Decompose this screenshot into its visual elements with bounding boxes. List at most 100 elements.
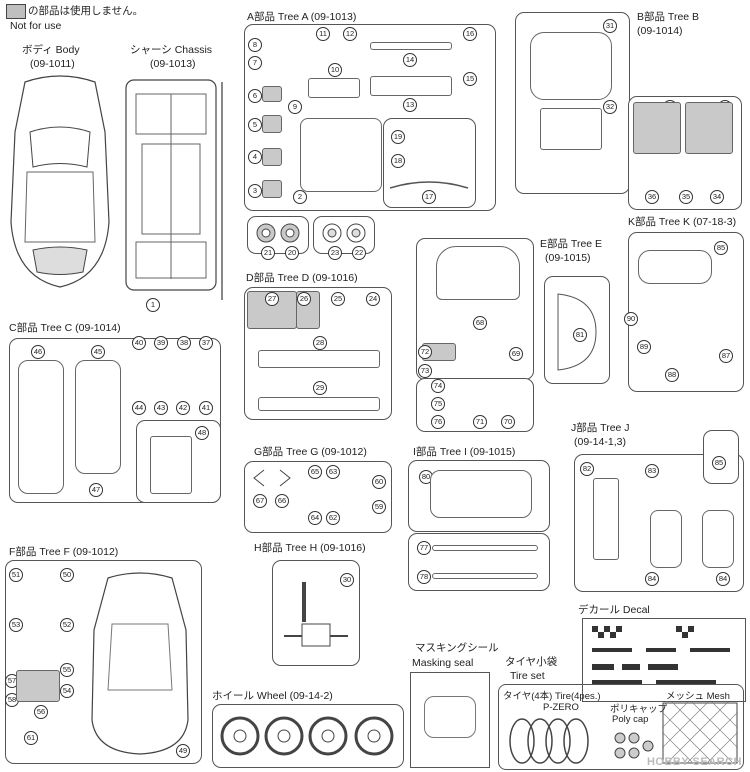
part-number: 34 xyxy=(710,190,724,204)
part-number: 3 xyxy=(248,184,262,198)
tree-e-title: E部品 Tree E xyxy=(540,238,603,250)
part-28 xyxy=(258,350,380,368)
part-number: 77 xyxy=(417,541,431,555)
part-number: 44 xyxy=(132,401,146,415)
decal-pattern xyxy=(592,626,730,684)
tree-g-title: G部品 Tree G (09-1012) xyxy=(254,446,367,458)
tree-d-title: D部品 Tree D (09-1016) xyxy=(246,272,358,284)
part-number: 51 xyxy=(9,568,23,582)
part-78 xyxy=(432,573,538,579)
tree-b-code: (09-1014) xyxy=(637,25,683,37)
masking-jp: マスキングシール xyxy=(415,642,499,654)
part-number: 43 xyxy=(154,401,168,415)
part-number: 20 xyxy=(285,246,299,260)
part-number: 83 xyxy=(645,464,659,478)
part-number: 7 xyxy=(248,56,262,70)
part-number: 31 xyxy=(603,19,617,33)
part-number: 59 xyxy=(372,500,386,514)
legend-jp: の部品は使用しません。 xyxy=(28,5,144,17)
mesh-icon xyxy=(662,702,738,764)
legend-en: Not for use xyxy=(10,20,62,32)
part-number: 70 xyxy=(501,415,515,429)
part-number: 58 xyxy=(5,693,19,707)
part-number: 10 xyxy=(328,63,342,77)
part-number: 45 xyxy=(91,345,105,359)
part-number: 17 xyxy=(422,190,436,204)
part-number: 65 xyxy=(308,465,322,479)
tree-i-title: I部品 Tree I (09-1015) xyxy=(413,446,516,458)
part-33-right xyxy=(685,102,733,154)
part-46 xyxy=(18,360,64,494)
part-number: 16 xyxy=(463,27,477,41)
part-number: 22 xyxy=(352,246,366,260)
part-number: 46 xyxy=(31,345,45,359)
part-number: 24 xyxy=(366,292,380,306)
part-81 xyxy=(557,293,597,371)
mesh-label: メッシュ Mesh xyxy=(666,691,730,702)
tire-icon xyxy=(509,718,589,764)
part-48 xyxy=(150,436,192,494)
part-number: 63 xyxy=(326,465,340,479)
part-10 xyxy=(308,78,360,98)
part-45 xyxy=(75,360,121,474)
part-number: 54 xyxy=(60,684,74,698)
part-number: 78 xyxy=(417,570,431,584)
part-number: 75 xyxy=(431,397,445,411)
part-number: 82 xyxy=(580,462,594,476)
body-title: ボディ Body xyxy=(22,44,80,56)
chassis-title: シャーシ Chassis xyxy=(130,44,213,56)
part-77 xyxy=(432,545,538,551)
part-number: 40 xyxy=(132,336,146,350)
part-number: 38 xyxy=(177,336,191,350)
part-number: 55 xyxy=(60,663,74,677)
part-number: 64 xyxy=(308,511,322,525)
part-number: 12 xyxy=(343,27,357,41)
tree-e-code: (09-1015) xyxy=(545,252,591,264)
tree-c-title: C部品 Tree C (09-1014) xyxy=(9,322,121,334)
part-3 xyxy=(262,180,282,198)
part-number: 1 xyxy=(146,298,160,312)
part-number: 9 xyxy=(288,100,302,114)
part-number: 37 xyxy=(199,336,213,350)
tireset-en: Tire set xyxy=(510,670,545,682)
part-80 xyxy=(430,470,532,518)
part-number: 28 xyxy=(313,336,327,350)
masking-cutout xyxy=(424,696,476,738)
chassis-drawing xyxy=(125,79,223,300)
part-number: 53 xyxy=(9,618,23,632)
part-55-gray xyxy=(16,670,60,702)
wheel-title: ホイール Wheel (09-14-2) xyxy=(212,690,333,702)
part-84-left xyxy=(650,510,682,568)
part-number: 26 xyxy=(297,292,311,306)
part-number: 15 xyxy=(463,72,477,86)
part-number: 29 xyxy=(313,381,327,395)
part-32 xyxy=(540,108,602,150)
part-number: 76 xyxy=(431,415,445,429)
polycap-jp: ポリキャップ xyxy=(610,704,668,715)
part-number: 60 xyxy=(372,475,386,489)
part-33-left xyxy=(633,102,681,154)
decal-title: デカール Decal xyxy=(578,604,650,616)
tireset-bag xyxy=(498,684,744,770)
part-number: 39 xyxy=(154,336,168,350)
part-4 xyxy=(262,148,282,166)
part-number: 50 xyxy=(60,568,74,582)
part-number: 72 xyxy=(418,345,432,359)
part-number: 5 xyxy=(248,118,262,132)
part-number: 74 xyxy=(431,379,445,393)
gear-icon xyxy=(322,223,366,243)
part-number: 47 xyxy=(89,483,103,497)
part-number: 84 xyxy=(716,572,730,586)
part-number: 81 xyxy=(573,328,587,342)
part-number: 67 xyxy=(253,494,267,508)
tree-h-title: H部品 Tree H (09-1016) xyxy=(254,542,366,554)
part-number: 27 xyxy=(265,292,279,306)
part-number: 32 xyxy=(603,100,617,114)
part-29 xyxy=(258,397,380,411)
part-number: 13 xyxy=(403,98,417,112)
part-number: 52 xyxy=(60,618,74,632)
part-number: 23 xyxy=(328,246,342,260)
part-number: 14 xyxy=(403,53,417,67)
part-number: 6 xyxy=(248,89,262,103)
polycap-icon xyxy=(614,732,654,759)
